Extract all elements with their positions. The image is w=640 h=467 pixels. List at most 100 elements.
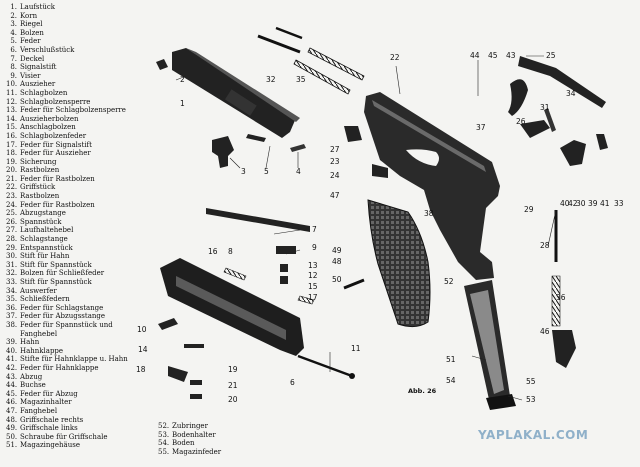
magazine-catch <box>552 330 576 368</box>
rear-sight <box>276 246 296 254</box>
legend-text: Schließfedern <box>20 295 70 304</box>
legend-text: Feder für Signalstift <box>20 140 92 149</box>
callout-14: 14 <box>138 345 148 354</box>
callout-21: 21 <box>228 381 238 390</box>
legend-text: Korn <box>20 11 38 20</box>
legend-number: 43. <box>6 372 18 381</box>
callout-30: 30 <box>576 199 586 208</box>
legend-entry: 46.Magazinhalter <box>6 398 156 407</box>
callout-46: 46 <box>540 327 550 336</box>
legend-text: Hahn <box>20 338 40 347</box>
legend-entry: 15.Anschlagbolzen <box>6 123 156 132</box>
callout-13: 13 <box>308 261 318 270</box>
legend-entry: 30.Stift für Hahn <box>6 252 156 261</box>
barrel <box>172 48 300 138</box>
legend-number: 27. <box>6 226 18 235</box>
legend-number: 28. <box>6 235 18 244</box>
legend-number: 8. <box>10 63 17 72</box>
legend-entry: 6.Verschlußstück <box>6 46 156 55</box>
detent-spring <box>190 380 202 385</box>
legend-text: Stift für Spannstück <box>20 278 92 286</box>
legend-text: Feder für Auszieher <box>20 149 91 158</box>
callout-27: 27 <box>330 145 340 154</box>
legend-entry: 33.Stift für Spannstück <box>6 278 156 287</box>
callout-18: 18 <box>136 365 146 374</box>
legend-entry: 43.Abzug <box>6 373 156 382</box>
callout-3: 3 <box>241 167 246 176</box>
legend-number: 13. <box>6 106 18 115</box>
legend-text: Hahnklappe <box>20 346 64 355</box>
spring-guide-2 <box>275 26 303 40</box>
locking-block <box>212 136 234 168</box>
legend-text: Schlagstange <box>20 235 68 244</box>
legend-entry: 38.Feder für Spannstück und <box>6 321 156 330</box>
legend-text: Feder <box>20 37 41 46</box>
firing-pin-tip <box>349 373 355 379</box>
legend-entry: 36.Feder für Schlagstange <box>6 304 156 313</box>
trigger <box>508 79 528 116</box>
callout-15: 15 <box>308 282 318 291</box>
legend-entry: 14.Auszieherbolzen <box>6 115 156 124</box>
legend-text: Spannstück <box>20 217 62 226</box>
callout-23: 23 <box>330 157 340 166</box>
legend-text: Schlagbolzenfeder <box>20 131 87 140</box>
legend-entry: 27.Laufhaltehebel <box>6 226 156 235</box>
legend-text: Auswerfer <box>20 286 57 295</box>
legend-number: 30. <box>6 252 18 261</box>
legend-entry: 51.Magazingehäuse <box>6 441 156 450</box>
legend-text: Griffschale rechts <box>20 415 84 424</box>
callout-28: 28 <box>540 241 550 250</box>
legend-number: 2. <box>10 11 17 20</box>
legend-number: 10. <box>6 80 18 89</box>
legend-entry: 16.Schlagbolzenfeder <box>6 132 156 141</box>
safety-lever <box>168 366 188 382</box>
stop-pin <box>280 276 288 284</box>
slide-cover <box>206 208 310 232</box>
legend-text: Abzug <box>20 372 43 381</box>
callout-51: 51 <box>446 355 456 364</box>
callout-33: 33 <box>614 199 624 208</box>
callout-29: 29 <box>524 205 534 214</box>
legend-text: Schraube für Griffschale <box>20 432 108 441</box>
legend-number: 4. <box>10 28 17 37</box>
callout-47: 47 <box>330 191 340 200</box>
callout-9: 9 <box>312 243 317 252</box>
legend-number: 50. <box>6 432 18 441</box>
detent-plunger <box>190 394 202 399</box>
legend-entry: 53.Bodenhalter <box>158 431 278 440</box>
callout-2: 2 <box>180 75 185 84</box>
callout-38: 38 <box>424 209 434 218</box>
legend-entry: 5.Feder <box>6 37 156 46</box>
legend-entry: 12.Schlagbolzensperre <box>6 98 156 107</box>
legend-entry: 17.Feder für Signalstift <box>6 141 156 150</box>
callout-45: 45 <box>488 51 498 60</box>
legend-entry: 42.Feder für Hahnklappe <box>6 364 156 373</box>
callout-11: 11 <box>351 344 361 353</box>
cocking-piece <box>520 120 550 138</box>
legend-text: Feder für Abzug <box>20 389 78 398</box>
legend-number: 23. <box>6 192 18 201</box>
legend-text: Feder für Rastbolzen <box>20 174 95 183</box>
callout-7: 7 <box>312 225 317 234</box>
legend-number: 24. <box>6 200 18 209</box>
callout-50: 50 <box>332 275 342 284</box>
grip-panel <box>367 199 431 328</box>
callout-24: 24 <box>330 171 340 180</box>
legend-number: 31. <box>6 260 18 269</box>
legend-entry: 2.Korn <box>6 12 156 21</box>
legend-entry: 25.Abzugstange <box>6 209 156 218</box>
legend-entry: 19.Sicherung <box>6 158 156 167</box>
legend-entry: 44.Buchse <box>6 381 156 390</box>
legend-text: Feder für Schlagstange <box>20 303 104 312</box>
legend-number: 44. <box>6 381 18 390</box>
hammer <box>560 140 586 166</box>
legend-text: Feder für Schlagbolzensperre <box>20 106 126 115</box>
callout-53: 53 <box>526 395 536 404</box>
legend-entry: 8.Signalstift <box>6 63 156 72</box>
legend-entry: 20.Rastbolzen <box>6 166 156 175</box>
callout-31: 31 <box>540 103 550 112</box>
legend-text: Griffstück <box>20 183 56 192</box>
watermark: YAPLAKAL.COM <box>478 428 589 442</box>
